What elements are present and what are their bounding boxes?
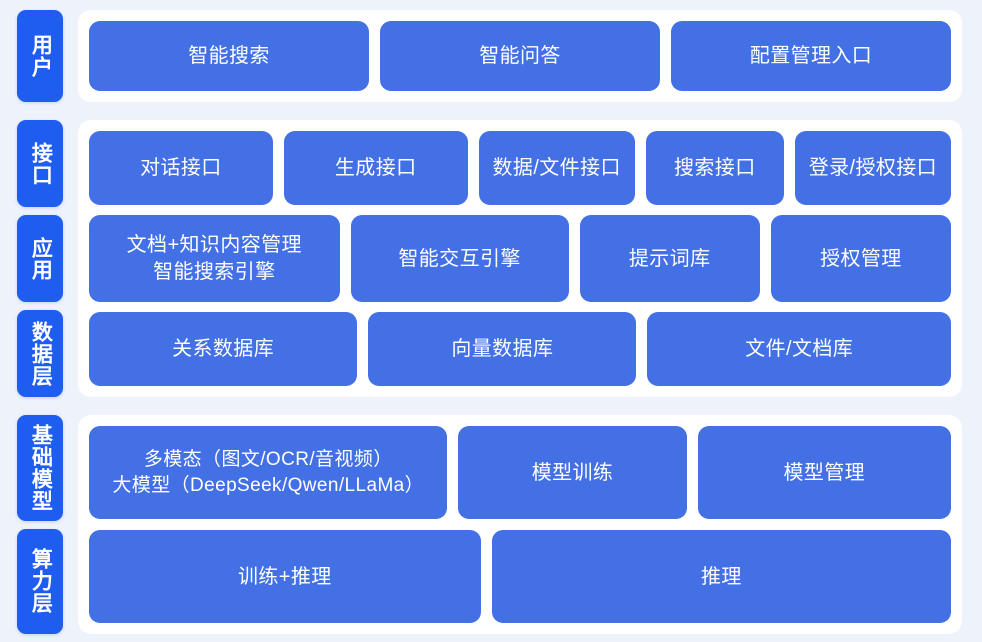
- card-search-api[interactable]: 搜索接口: [645, 131, 784, 205]
- card-smart-interaction-engine[interactable]: 智能交互引擎: [350, 215, 569, 302]
- card-model-management[interactable]: 模型管理: [697, 426, 951, 519]
- card-model-training[interactable]: 模型训练: [458, 426, 687, 519]
- card-doc-knowledge-management[interactable]: 文档+知识内容管理 智能搜索引擎: [89, 215, 340, 302]
- layer-tab-data[interactable]: 数据层: [17, 310, 63, 397]
- card-file-document-store[interactable]: 文件/文档库: [647, 312, 952, 386]
- rail-foundation: 基础模型 算力层: [17, 415, 63, 634]
- layer-tab-interface[interactable]: 接口: [17, 120, 63, 207]
- layer-tab-compute[interactable]: 算力层: [17, 528, 63, 634]
- panel-user: 智能搜索 智能问答 配置管理入口: [78, 10, 962, 102]
- layer-block-middle: 接口 应用 数据层 对话接口 生成接口 数据/文件接口 搜索接口 登录/授权接口…: [17, 120, 962, 397]
- card-relational-database[interactable]: 关系数据库: [89, 312, 358, 386]
- card-smart-search[interactable]: 智能搜索: [89, 21, 369, 91]
- card-training-and-inference[interactable]: 训练+推理: [89, 530, 481, 623]
- row-interface: 对话接口 生成接口 数据/文件接口 搜索接口 登录/授权接口: [89, 131, 951, 205]
- row-compute: 训练+推理 推理: [89, 530, 951, 623]
- card-multimodal-large-model[interactable]: 多模态（图文/OCR/音视频） 大模型（DeepSeek/Qwen/LLaMa）: [89, 426, 448, 519]
- row-model: 多模态（图文/OCR/音视频） 大模型（DeepSeek/Qwen/LLaMa）…: [89, 426, 951, 519]
- layer-block-user: 用户 智能搜索 智能问答 配置管理入口: [17, 10, 962, 102]
- row-application: 文档+知识内容管理 智能搜索引擎 智能交互引擎 提示词库 授权管理: [89, 215, 951, 302]
- layer-tab-user[interactable]: 用户: [17, 10, 63, 102]
- card-generation-api[interactable]: 生成接口: [283, 131, 468, 205]
- panel-foundation: 多模态（图文/OCR/音视频） 大模型（DeepSeek/Qwen/LLaMa）…: [78, 415, 962, 634]
- card-config-management-entry[interactable]: 配置管理入口: [671, 21, 951, 91]
- rail-user: 用户: [17, 10, 63, 102]
- row-user: 智能搜索 智能问答 配置管理入口: [89, 21, 951, 91]
- card-prompt-library[interactable]: 提示词库: [579, 215, 760, 302]
- rail-middle: 接口 应用 数据层: [17, 120, 63, 397]
- layer-tab-application[interactable]: 应用: [17, 215, 63, 302]
- row-data: 关系数据库 向量数据库 文件/文档库: [89, 312, 952, 386]
- card-dialog-api[interactable]: 对话接口: [89, 131, 273, 205]
- card-data-file-api[interactable]: 数据/文件接口: [478, 131, 635, 205]
- card-inference[interactable]: 推理: [491, 530, 951, 623]
- layer-block-foundation: 基础模型 算力层 多模态（图文/OCR/音视频） 大模型（DeepSeek/Qw…: [17, 415, 962, 634]
- card-authorization-management[interactable]: 授权管理: [770, 215, 951, 302]
- card-vector-database[interactable]: 向量数据库: [368, 312, 637, 386]
- card-smart-qa[interactable]: 智能问答: [380, 21, 660, 91]
- card-login-auth-api[interactable]: 登录/授权接口: [794, 131, 951, 205]
- panel-middle: 对话接口 生成接口 数据/文件接口 搜索接口 登录/授权接口 文档+知识内容管理…: [78, 120, 962, 397]
- layer-tab-foundation-model[interactable]: 基础模型: [17, 415, 63, 521]
